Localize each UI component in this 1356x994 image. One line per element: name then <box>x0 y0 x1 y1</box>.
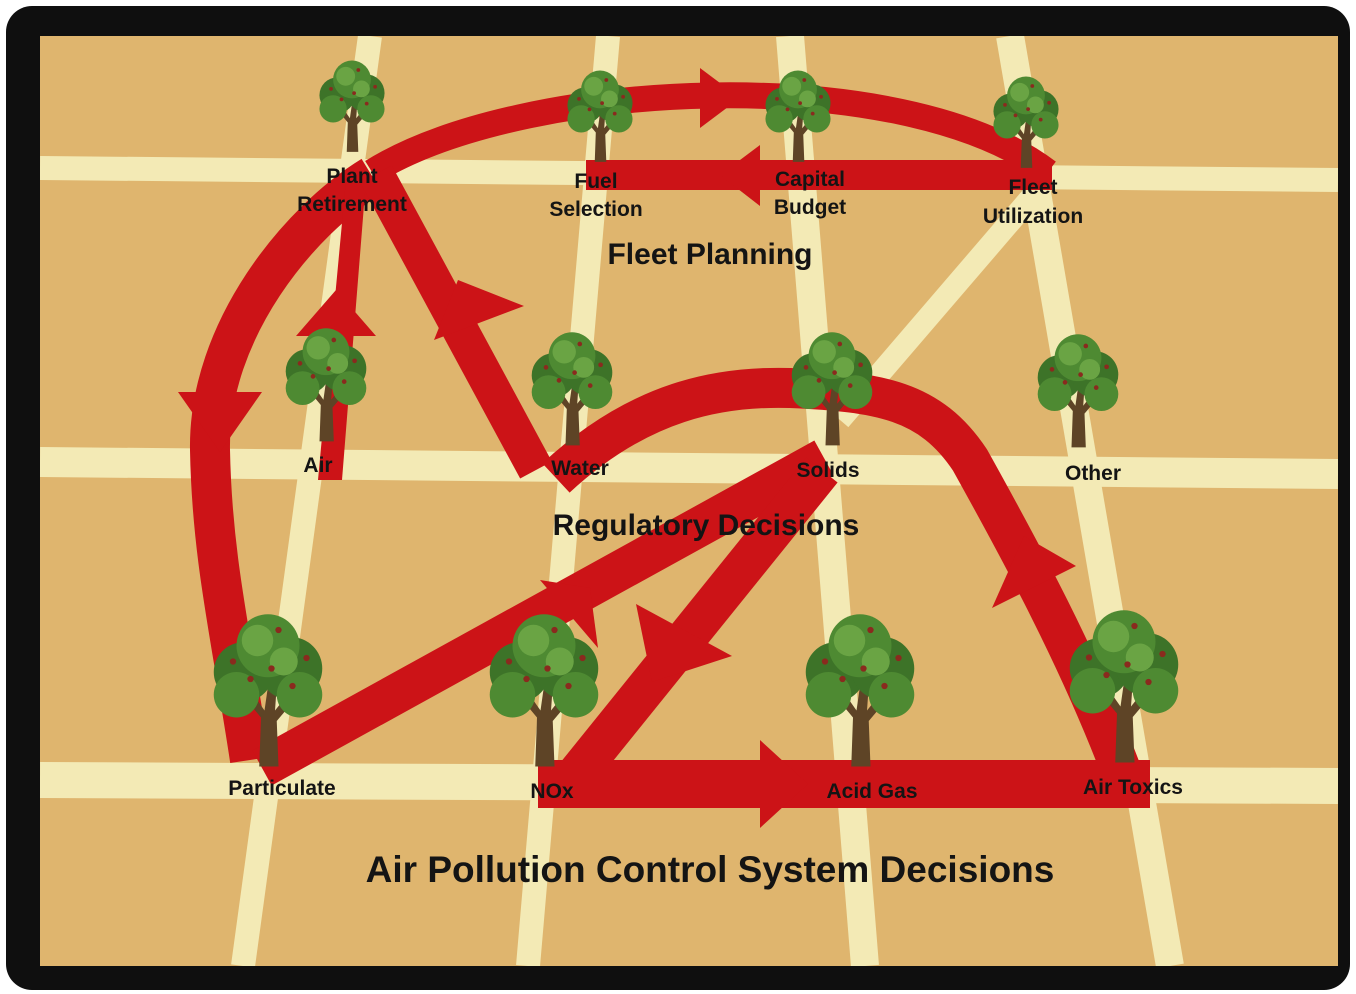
arrow-left-return-icon <box>720 145 760 206</box>
node-labels: Plant Retirement Fuel Selection Capital … <box>228 165 1183 803</box>
arrow-solids-icon <box>540 580 598 648</box>
arrow-down-nox-icon <box>636 604 732 682</box>
flow-network <box>189 82 1150 808</box>
arrow-up-toxics-icon <box>992 536 1076 608</box>
flow-particulate-to-solids <box>252 440 834 786</box>
label-fleet: Fleet <box>1008 176 1057 199</box>
label-retirement: Retirement <box>297 193 407 216</box>
flow-water-to-airtoxics <box>542 367 1143 785</box>
label-fuel: Fuel <box>574 170 617 193</box>
arrow-right-bottom-icon <box>760 740 808 828</box>
label-nox: NOx <box>530 780 574 803</box>
label-utilization: Utilization <box>983 205 1083 228</box>
region-titles: Fleet Planning Regulatory Decisions Air … <box>366 238 1055 890</box>
label-air: Air <box>303 454 332 477</box>
arrow-down-left-icon <box>178 392 262 452</box>
flow-arrowheads <box>178 68 1076 828</box>
label-other: Other <box>1065 462 1121 485</box>
label-capital: Capital <box>775 168 845 191</box>
label-water: Water <box>551 457 609 480</box>
label-selection: Selection <box>549 198 642 221</box>
label-plant: Plant <box>326 165 377 188</box>
label-solids: Solids <box>796 459 859 482</box>
flow-solids-to-nox <box>556 457 838 793</box>
label-particulate: Particulate <box>228 777 335 800</box>
title-fleet-planning: Fleet Planning <box>607 238 812 271</box>
flow-utilization-to-fuel <box>586 160 1052 190</box>
arrow-up-water-icon <box>434 280 524 340</box>
label-air-toxics: Air Toxics <box>1083 776 1183 799</box>
title-regulatory-decisions: Regulatory Decisions <box>553 509 860 542</box>
label-budget: Budget <box>774 196 846 219</box>
arrow-up-air-icon <box>296 290 376 336</box>
title-apc-decisions: Air Pollution Control System Decisions <box>366 849 1055 890</box>
flow-nox-to-airtoxics <box>538 760 1150 808</box>
label-acid-gas: Acid Gas <box>826 780 917 803</box>
arrow-right-top-icon <box>700 68 740 128</box>
